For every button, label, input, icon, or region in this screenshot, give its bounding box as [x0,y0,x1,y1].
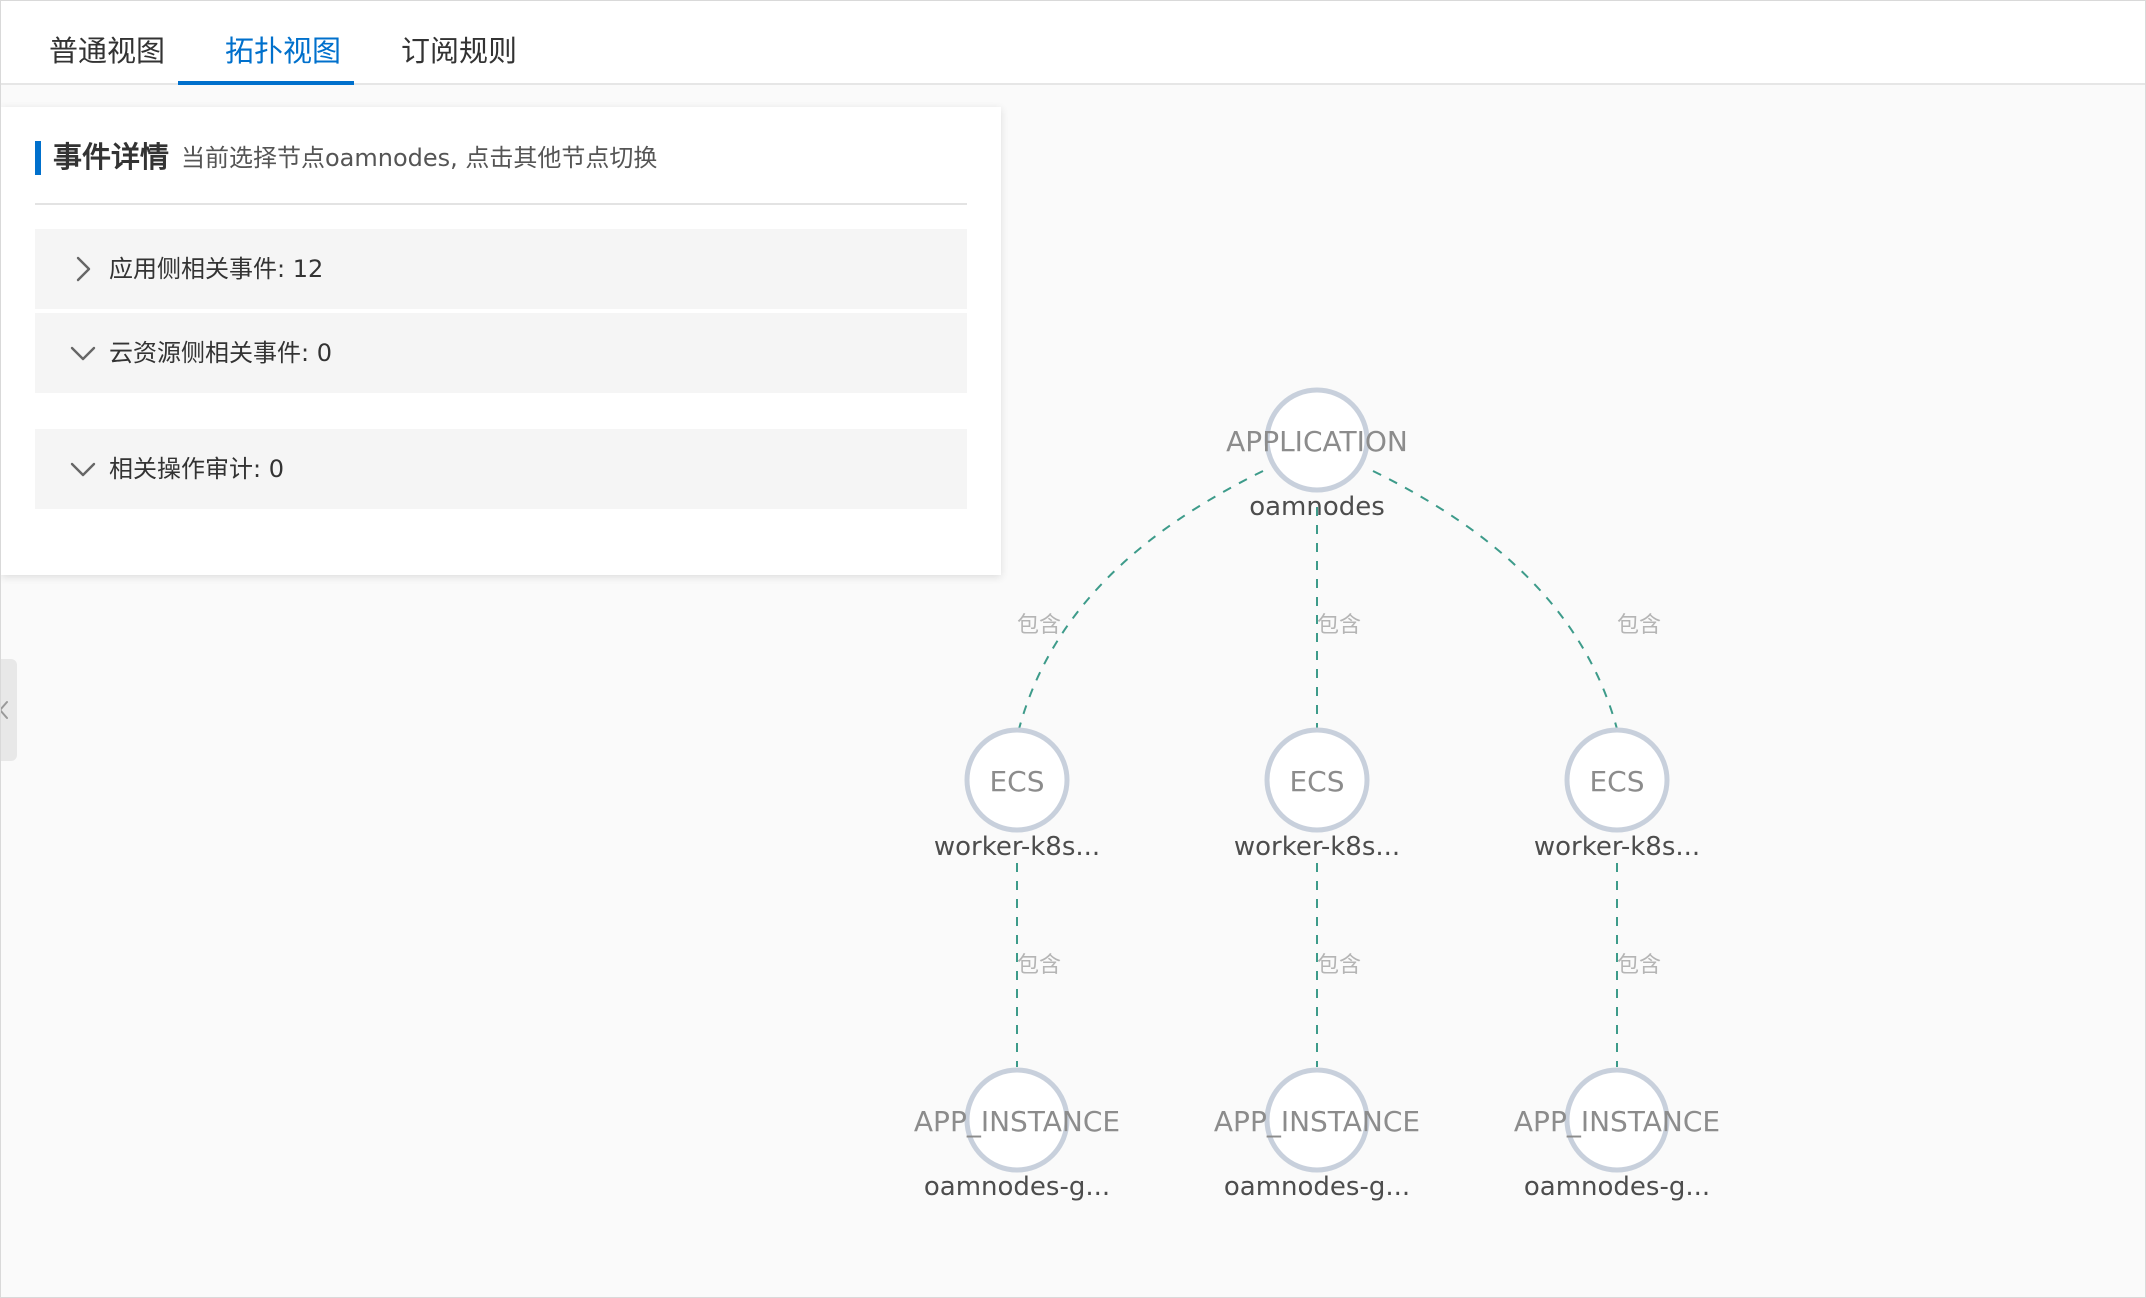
edge-label: 包含 [1017,953,1061,978]
event-details-panel: 事件详情 当前选择节点oamnodes, 点击其他节点切换 应用侧相关事件: 1… [1,107,1001,575]
collapse-label: 云资源侧相关事件: 0 [109,339,332,367]
chevron-left-icon [1,701,8,719]
node-app-instance-1[interactable]: APP_INSTANCE oamnodes-g... [914,1067,1120,1202]
node-name-label: worker-k8s... [1234,832,1400,862]
node-application[interactable]: APPLICATION oamnodes [1226,387,1408,522]
chevron-down-icon [70,462,96,477]
title-accent-bar [35,141,41,175]
node-type-label: APP_INSTANCE [914,1105,1120,1138]
node-type-label: APPLICATION [1226,425,1408,458]
node-name-label: oamnodes-g... [1524,1172,1710,1202]
chevron-down-icon [70,346,96,361]
side-collapse-handle[interactable] [1,659,17,761]
panel-subtitle: 当前选择节点oamnodes, 点击其他节点切换 [181,144,658,172]
panel-title: 事件详情 [53,140,170,174]
collapse-app-events[interactable]: 应用侧相关事件: 12 [35,229,967,309]
node-type-label: ECS [1589,765,1644,798]
node-ecs-3[interactable]: ECS worker-k8s... [1534,727,1700,862]
edge-label: 包含 [1017,613,1061,638]
node-type-label: APP_INSTANCE [1214,1105,1420,1138]
collapse-cloud-resource-events[interactable]: 云资源侧相关事件: 0 [35,313,967,393]
node-app-instance-2[interactable]: APP_INSTANCE oamnodes-g... [1214,1067,1420,1202]
tab-topology-view[interactable]: 拓扑视图 [224,34,341,68]
node-name-label: worker-k8s... [1534,832,1700,862]
node-type-label: APP_INSTANCE [1514,1105,1720,1138]
collapse-label: 相关操作审计: 0 [109,455,284,483]
panel-divider [35,203,967,205]
node-name-label: oamnodes [1249,492,1385,522]
node-ecs-1[interactable]: ECS worker-k8s... [934,727,1100,862]
node-type-label: ECS [989,765,1044,798]
node-type-label: ECS [1289,765,1344,798]
view-tabs: 普通视图 拓扑视图 订阅规则 [1,1,2145,85]
node-name-label: oamnodes-g... [1224,1172,1410,1202]
tab-normal-view[interactable]: 普通视图 [48,34,165,68]
node-name-label: worker-k8s... [934,832,1100,862]
tab-subscription-rules[interactable]: 订阅规则 [400,34,517,68]
edge-label: 包含 [1317,613,1361,638]
node-name-label: oamnodes-g... [924,1172,1110,1202]
edge-label: 包含 [1617,613,1661,638]
edge-root-ecs-1 [1018,470,1264,730]
edge-root-ecs-3 [1372,470,1618,730]
collapse-label: 应用侧相关事件: 12 [109,255,324,283]
collapse-operation-audit[interactable]: 相关操作审计: 0 [35,429,967,509]
edge-label: 包含 [1317,953,1361,978]
edge-label: 包含 [1617,953,1661,978]
chevron-right-icon [76,256,91,282]
node-ecs-2[interactable]: ECS worker-k8s... [1234,727,1400,862]
node-app-instance-3[interactable]: APP_INSTANCE oamnodes-g... [1514,1067,1720,1202]
active-tab-indicator [178,81,354,85]
